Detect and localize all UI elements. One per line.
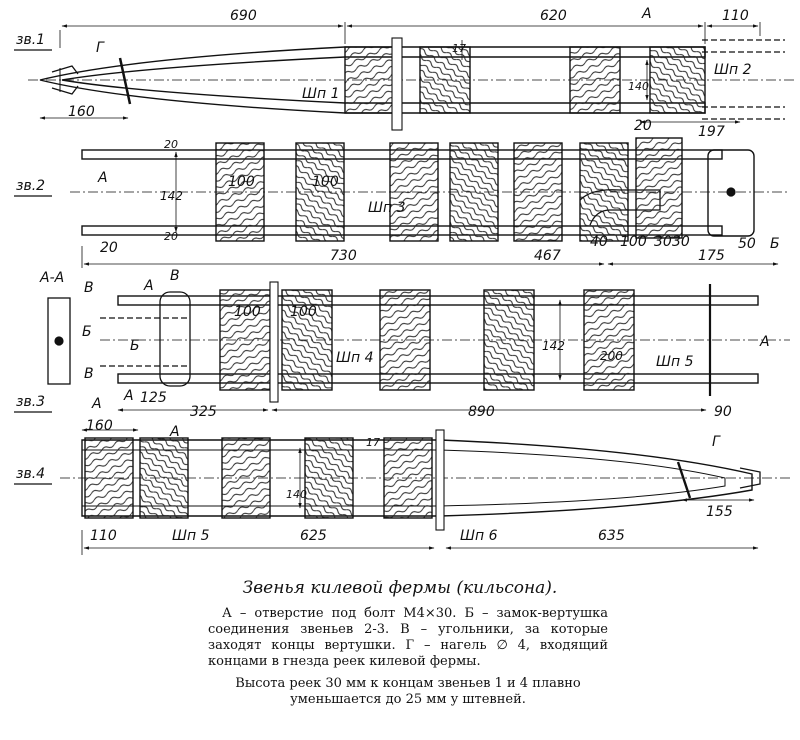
dim-label: 20 <box>100 240 118 256</box>
pin-label: Шп 2 <box>714 62 752 78</box>
letter-v: В <box>84 280 94 296</box>
letter-a: А <box>143 278 154 294</box>
pin-label: Шп 4 <box>336 350 373 366</box>
link-2 <box>70 137 790 242</box>
dim-label: 17 <box>452 42 466 55</box>
dim-label: 100 <box>234 304 261 320</box>
letter-b: Б <box>130 338 140 354</box>
link-4 <box>60 429 790 531</box>
letter-a: А <box>759 334 770 350</box>
pin-label: Шп 3 <box>368 200 405 216</box>
link-2-label: зв.2 <box>16 178 45 194</box>
dim-label: 620 <box>540 8 567 24</box>
dim-label: 50 <box>738 236 756 252</box>
dim-label: 200 <box>600 349 623 363</box>
dim-label: 467 <box>534 248 561 264</box>
dim-label: 160 <box>86 418 113 434</box>
letter-a: А <box>123 388 134 404</box>
block <box>344 46 706 114</box>
dim-label: 140 <box>628 80 649 93</box>
dim-label: 635 <box>598 528 625 544</box>
letter-a: А <box>641 6 652 22</box>
section-label: А-А <box>39 270 64 286</box>
dim-label: 625 <box>300 528 327 544</box>
link-4-label: зв.4 <box>16 466 45 482</box>
legend-paragraph: А – отверстие под болт М4×30. Б – замок-… <box>208 606 608 669</box>
keel-truss-drawing: зв.1 зв.2 зв.3 зв.4 690 620 110 А Г 17 1… <box>14 6 795 555</box>
figure-notes: А – отверстие под болт М4×30. Б – замок-… <box>208 606 608 714</box>
dim-label: 730 <box>330 248 357 264</box>
dim-label: 110 <box>90 528 117 544</box>
pin-label: Шп 1 <box>302 86 339 102</box>
link-3 <box>47 281 790 403</box>
letter-a: А <box>169 424 180 440</box>
height-note: Высота реек 30 мм к концам звеньев 1 и 4… <box>235 676 581 707</box>
link-3-label: зв.3 <box>16 394 45 410</box>
dim-label: 30 <box>654 234 672 250</box>
letter-b: Б <box>82 324 92 340</box>
dim-label: 17 <box>366 436 380 449</box>
dim-label: 100 <box>312 174 339 190</box>
dim-label: 110 <box>722 8 749 24</box>
letter-v: В <box>84 366 94 382</box>
dim-label: 890 <box>468 404 495 420</box>
dim-label: 155 <box>706 504 733 520</box>
dim-label: 100 <box>228 174 255 190</box>
dim-label: 142 <box>160 189 183 203</box>
dim-label: 100 <box>620 234 647 250</box>
dim-label: 325 <box>190 404 217 420</box>
dim-label: 175 <box>698 248 725 264</box>
figure-caption: Звенья килевой фермы (кильсона). <box>242 578 558 598</box>
dim-label: 125 <box>140 390 167 406</box>
pin-label: Шп 5 <box>656 354 694 370</box>
dim-label: 30 <box>672 234 690 250</box>
dim-label: 40 <box>590 234 608 250</box>
letter-a: А <box>91 396 102 412</box>
dim-label: 20 <box>634 118 652 134</box>
letter-g: Г <box>712 434 721 450</box>
dim-label: 140 <box>286 488 307 501</box>
pin-label: Шп 6 <box>460 528 498 544</box>
letter-b: Б <box>770 236 780 252</box>
letter-v: В <box>170 268 180 284</box>
dim-label: 20 <box>164 230 178 243</box>
pin-label: Шп 5 <box>172 528 210 544</box>
dim-label: 690 <box>230 8 257 24</box>
letter-a: А <box>97 170 108 186</box>
dim-label: 90 <box>714 404 732 420</box>
dim-label: 142 <box>542 339 565 353</box>
dim-label: 197 <box>698 124 725 140</box>
letter-g: Г <box>96 40 105 56</box>
link-1 <box>28 37 795 131</box>
dim-label: 160 <box>68 104 95 120</box>
dim-label: 20 <box>164 138 178 151</box>
link-1-label: зв.1 <box>16 32 45 48</box>
dim-label: 100 <box>290 304 317 320</box>
